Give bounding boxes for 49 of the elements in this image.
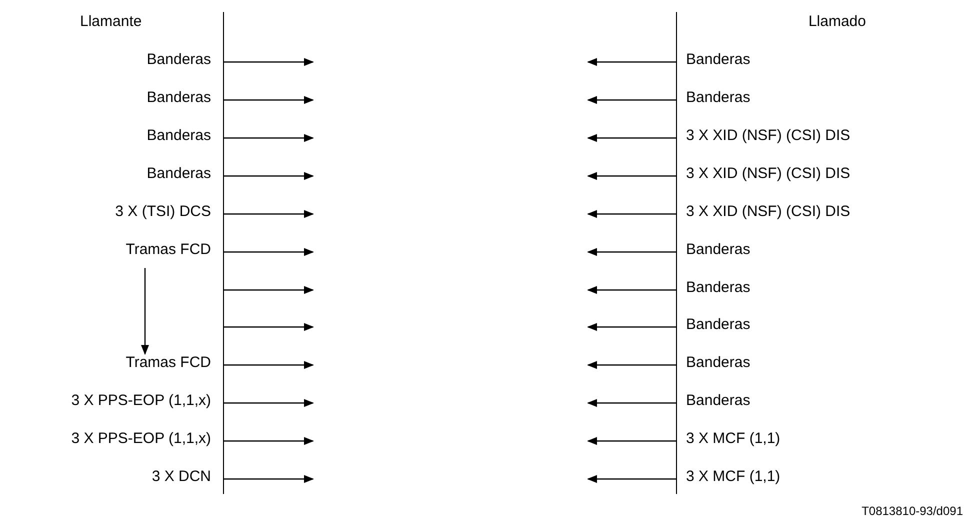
- arrow: [224, 248, 314, 256]
- arrow: [587, 286, 677, 294]
- arrow: [224, 399, 314, 407]
- participant-label: Llamado: [808, 13, 866, 31]
- message-label: Banderas: [146, 89, 211, 107]
- message-label: Banderas: [686, 316, 750, 334]
- arrow: [587, 475, 677, 483]
- message-label: Tramas FCD: [126, 241, 211, 259]
- arrow: [224, 361, 314, 369]
- arrow: [224, 210, 314, 218]
- arrow: [587, 96, 677, 104]
- message-label: Tramas FCD: [126, 354, 211, 372]
- arrow: [587, 248, 677, 256]
- message-label: 3 X XID (NSF) (CSI) DIS: [686, 165, 850, 183]
- arrow: [587, 172, 677, 180]
- message-label: Banderas: [686, 89, 750, 107]
- message-label: 3 X XID (NSF) (CSI) DIS: [686, 127, 850, 145]
- message-label: Banderas: [686, 51, 750, 69]
- arrow: [224, 172, 314, 180]
- message-label: Banderas: [686, 354, 750, 372]
- message-label: Banderas: [146, 165, 211, 183]
- message-label: 3 X MCF (1,1): [686, 468, 780, 486]
- message-label: 3 X XID (NSF) (CSI) DIS: [686, 203, 850, 221]
- arrow: [587, 437, 677, 445]
- message-label: 3 X PPS-EOP (1,1,x): [71, 392, 211, 410]
- message-label: Banderas: [686, 241, 750, 259]
- arrow: [224, 323, 314, 331]
- message-label: Banderas: [686, 279, 750, 297]
- arrow: [224, 96, 314, 104]
- reference-code: T0813810-93/d091: [862, 503, 963, 520]
- arrow: [587, 399, 677, 407]
- arrow: [224, 134, 314, 142]
- message-label: 3 X MCF (1,1): [686, 430, 780, 448]
- participant-label: Llamante: [80, 13, 142, 31]
- message-label: 3 X DCN: [152, 468, 211, 486]
- arrow: [587, 361, 677, 369]
- message-label: Banderas: [686, 392, 750, 410]
- message-label: 3 X (TSI) DCS: [115, 203, 211, 221]
- arrow: [224, 286, 314, 294]
- arrow: [224, 475, 314, 483]
- arrow: [587, 210, 677, 218]
- arrow: [587, 134, 677, 142]
- message-label: Banderas: [146, 127, 211, 145]
- arrow: [224, 437, 314, 445]
- arrow: [224, 58, 314, 66]
- arrow: [587, 323, 677, 331]
- arrow: [587, 58, 677, 66]
- message-label: 3 X PPS-EOP (1,1,x): [71, 430, 211, 448]
- message-label: Banderas: [146, 51, 211, 69]
